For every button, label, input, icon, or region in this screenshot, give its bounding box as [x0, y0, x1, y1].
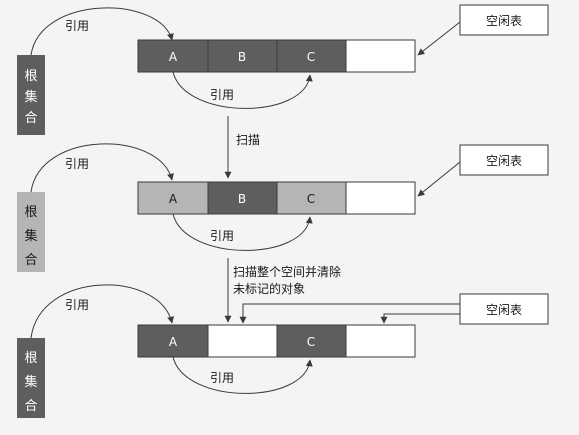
cell-empty [345, 39, 416, 73]
root-set-box [17, 192, 45, 272]
root-set-char-2: 集 [24, 89, 37, 105]
root-reference-label: 引用 [65, 157, 89, 171]
root-reference-arrow [30, 284, 175, 339]
cell-c [276, 181, 347, 215]
a-to-c-reference-label: 引用 [210, 88, 234, 102]
root-set-char-2: 集 [24, 228, 37, 244]
cell-a [137, 39, 209, 73]
free-list-label: 空闲表 [486, 14, 522, 28]
root-set-char-3: 合 [24, 253, 37, 268]
cell-c-label: C [307, 335, 315, 349]
root-reference-label: 引用 [65, 19, 89, 33]
free-list-link-to-freed-cell [239, 303, 460, 324]
scan-label: 扫描 [236, 133, 260, 147]
root-reference-arrow [30, 143, 174, 193]
cell-b-label: B [238, 192, 246, 206]
panel-2: 根 集 合 引用 A B C 引用 空闲表 [17, 143, 549, 272]
a-to-c-reference-arrow [172, 356, 313, 394]
free-list-box [459, 293, 549, 325]
root-set-char-1: 根 [24, 351, 37, 366]
root-set-char-3: 合 [24, 399, 37, 414]
root-set-box [17, 338, 45, 418]
scan-clear-label-line-1: 扫描整个空间并清除 [233, 264, 341, 279]
root-set-char-1: 根 [24, 205, 37, 220]
root-set-char-2: 集 [24, 374, 37, 390]
cell-b-label: B [238, 50, 246, 64]
cell-c [276, 39, 347, 73]
cell-c [276, 324, 347, 358]
cell-c-label: C [307, 50, 315, 64]
free-list-arrow [417, 21, 461, 56]
a-to-c-reference-label: 引用 [210, 371, 234, 385]
free-list-box [459, 144, 549, 176]
cell-freed-1 [207, 324, 278, 358]
root-reference-label: 引用 [65, 298, 89, 312]
free-list-label: 空闲表 [486, 303, 522, 317]
root-set-char-3: 合 [24, 111, 37, 126]
cell-b [207, 39, 278, 73]
panel-3: 根 集 合 引用 A C 引用 空闲表 [17, 284, 549, 418]
a-to-c-reference-label: 引用 [210, 229, 234, 243]
panel-1: 根 集 合 引用 A B C 引用 空闲表 [17, 4, 549, 135]
free-list-arrow [417, 161, 461, 197]
a-to-c-reference-arrow [172, 213, 313, 251]
free-list-link-to-empty-cell [380, 313, 460, 324]
root-set-box [17, 55, 45, 135]
cell-b [207, 181, 278, 215]
cell-a-label: A [169, 50, 178, 64]
root-set-char-1: 根 [24, 69, 37, 84]
cell-c-label: C [307, 192, 315, 206]
root-reference-arrow [30, 7, 174, 56]
a-to-c-reference-arrow [172, 71, 313, 109]
free-list-box [459, 4, 549, 36]
cell-a-label: A [169, 192, 178, 206]
cell-a-label: A [169, 335, 178, 349]
cell-empty [345, 324, 416, 358]
free-list-label: 空闲表 [486, 154, 522, 168]
scan-clear-label-line-2: 未标记的对象 [233, 281, 305, 296]
cell-empty [345, 181, 416, 215]
